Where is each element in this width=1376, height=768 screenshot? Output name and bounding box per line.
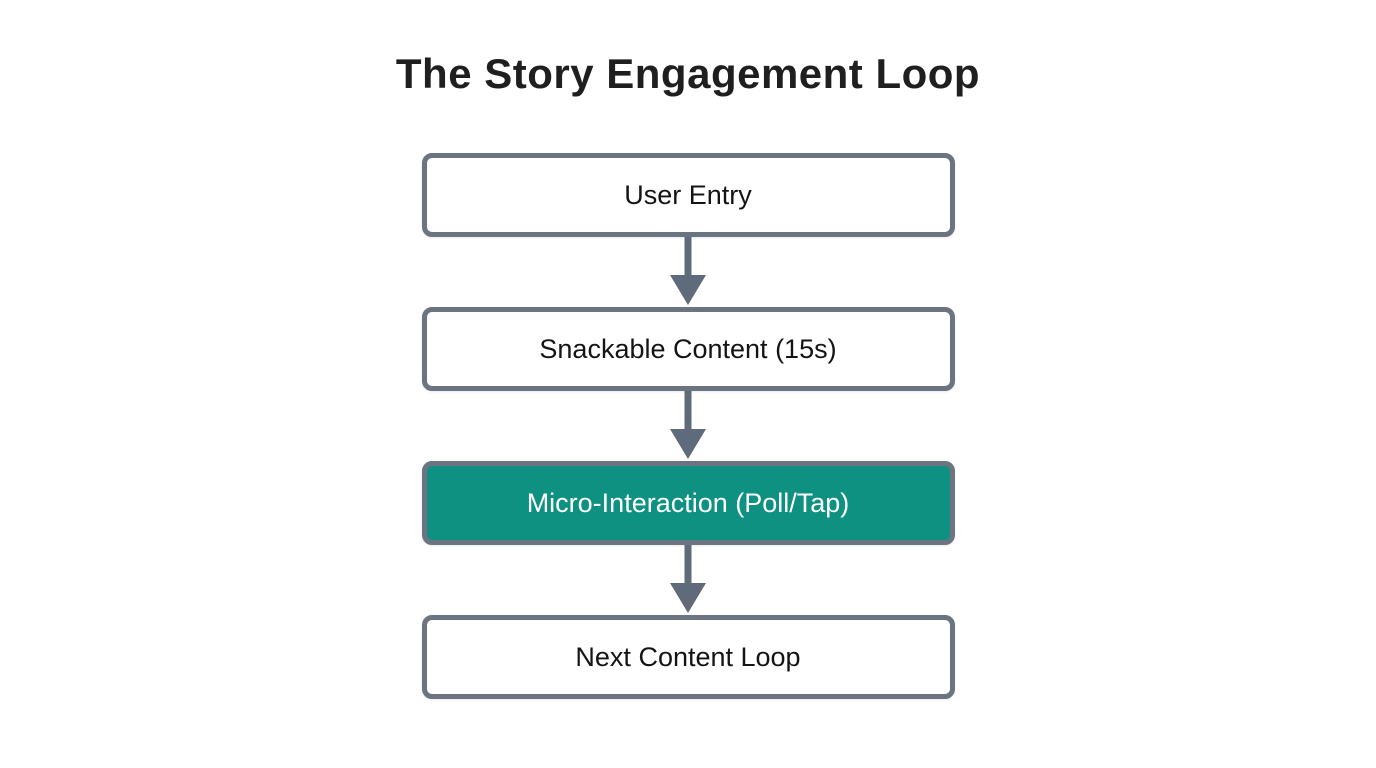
down-arrow-icon (670, 391, 706, 459)
flow-node-next-content-loop: Next Content Loop (421, 615, 955, 699)
flowchart: User Entry Snackable Content (15s) Micro… (421, 153, 955, 699)
flow-node-label: Next Content Loop (575, 641, 801, 672)
down-arrow-icon (670, 237, 706, 305)
flow-node-label: Micro-Interaction (Poll/Tap) (526, 487, 850, 518)
flow-node-micro-interaction: Micro-Interaction (Poll/Tap) (421, 461, 955, 545)
flow-node-snackable-content: Snackable Content (15s) (421, 307, 955, 391)
diagram-title: The Story Engagement Loop (395, 50, 981, 97)
flow-node-user-entry: User Entry (421, 153, 955, 237)
down-arrow-icon (670, 545, 706, 613)
flow-node-label: Snackable Content (15s) (539, 333, 837, 364)
flow-node-label: User Entry (624, 179, 752, 210)
